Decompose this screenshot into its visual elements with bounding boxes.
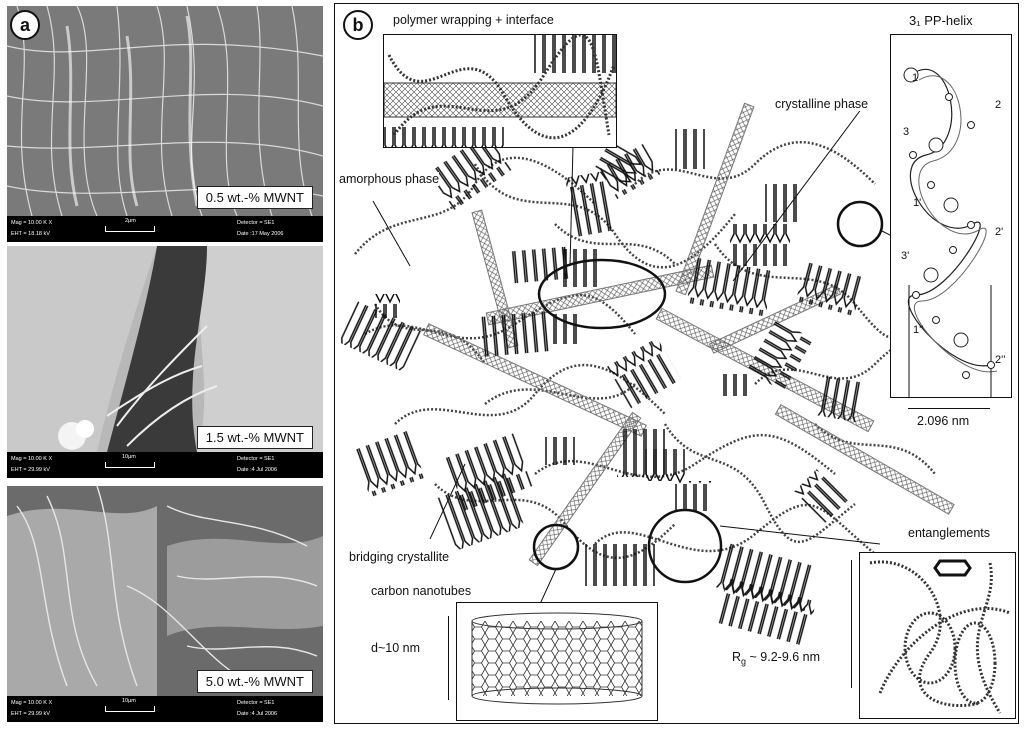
concentration-label: 1.5 wt.-% MWNT [197, 426, 313, 449]
helix-width-arrow [908, 408, 990, 409]
scale-text: 10µm [122, 697, 136, 705]
helix-atom [950, 247, 957, 254]
amorphous-phase-label: amorphous phase [339, 172, 439, 186]
helix-atom [933, 317, 940, 324]
sem-info-bar: Mag = 10.00 K X EHT = 29.99 kV 10µm Dete… [7, 696, 323, 722]
mag-text: Mag = 10.00 K X [11, 699, 52, 707]
lamellar-crystallite [687, 257, 774, 316]
sem-info-bar: Mag = 10.00 K X EHT = 29.99 kV 10µm Dete… [7, 452, 323, 478]
detector-text: Detector = SE1 [237, 699, 274, 707]
helix-atom [944, 198, 958, 212]
polymer-wrapping-inset [383, 34, 617, 148]
lamellar-crystallite [675, 129, 705, 169]
sem-info-bar: Mag = 10.00 K X EHT = 18.18 kV 2µm Detec… [7, 216, 323, 242]
entanglement-inset [859, 552, 1016, 719]
helix-atom-2-prime: 2' [995, 226, 1003, 238]
panel-letter-a: a [10, 10, 40, 40]
scale-bar [105, 226, 155, 232]
helix-atom-1-prime: 1' [913, 197, 921, 209]
crystallites [339, 129, 864, 646]
helix-atom [924, 268, 938, 282]
sem-image-2: 1.5 wt.-% MWNT Mag = 10.00 K X EHT = 29.… [7, 246, 323, 478]
helix-atom-2: 2 [995, 99, 1001, 111]
helix-atom [928, 182, 935, 189]
lamellar-crystallite [478, 311, 551, 357]
concentration-label: 0.5 wt.-% MWNT [197, 186, 313, 209]
helix-drawing [891, 35, 1011, 397]
mag-text: Mag = 10.00 K X [11, 455, 52, 463]
scale-bar [105, 462, 155, 468]
diameter-label: d~10 nm [371, 641, 420, 655]
helix-atom [929, 138, 943, 152]
detector-text: Detector = SE1 [237, 455, 274, 463]
carbon-nanotubes-label: carbon nanotubes [371, 584, 471, 598]
helix-atom-1-dprime: 1'' [913, 324, 923, 336]
polymer-wrapping-drawing [384, 35, 616, 147]
lamellar-crystallite [560, 249, 598, 287]
helix-atom [968, 222, 975, 229]
bridging-crystallite-label: bridging crystallite [349, 550, 449, 564]
panel-letter-b: b [343, 10, 373, 40]
helix-atom [963, 372, 970, 379]
helix-atom-3: 3 [903, 126, 909, 138]
helix-atom [954, 333, 968, 347]
eht-text: EHT = 29.99 kV [11, 710, 50, 718]
diameter-arrow [448, 616, 449, 700]
lamellar-crystallite [353, 431, 425, 498]
lamellar-crystallite [645, 449, 685, 481]
lamellar-crystallite [675, 481, 713, 511]
helix-atom [910, 152, 917, 159]
lamellar-crystallite [550, 314, 580, 344]
helix-atom-3-prime: 3' [901, 250, 909, 262]
date-text: Date :4 Jul 2006 [237, 710, 277, 718]
lamellar-crystallite [794, 469, 848, 523]
rg-arrow [851, 560, 852, 688]
lamellar-crystallite [545, 437, 575, 465]
helix-atom [946, 94, 953, 101]
date-text: Date :4 Jul 2006 [237, 466, 277, 474]
detector-text: Detector = SE1 [237, 219, 274, 227]
eht-text: EHT = 29.99 kV [11, 466, 50, 474]
mag-text: Mag = 10.00 K X [11, 219, 52, 227]
scale-text: 10µm [122, 453, 136, 461]
rg-label: Rg ~ 9.2-9.6 nm [732, 650, 820, 667]
helix-atom [988, 362, 995, 369]
helix-atom-2-dprime: 2'' [995, 354, 1005, 366]
helix-atom [913, 292, 920, 299]
pp-helix-inset [890, 34, 1012, 398]
carbon-nanotube-inset [456, 602, 658, 721]
panel-a: 0.5 wt.-% MWNT Mag = 10.00 K X EHT = 18.… [0, 0, 330, 729]
panel-b: polymer wrapping + interface 3₁ PP-helix… [334, 3, 1019, 724]
crystalline-phase-label: crystalline phase [775, 97, 868, 111]
polymer-chain [635, 142, 875, 184]
lamellar-crystallite [765, 184, 799, 222]
lamellar-crystallite [817, 376, 863, 422]
eht-text: EHT = 18.18 kV [11, 230, 50, 238]
lamellar-crystallite [720, 374, 752, 396]
entanglements-label: entanglements [908, 526, 990, 540]
lamellar-crystallite [585, 544, 655, 586]
nanotube-drawing [457, 603, 657, 720]
scale-bar [105, 706, 155, 712]
scale-text: 2µm [125, 217, 136, 225]
helix-title: 3₁ PP-helix [909, 13, 973, 28]
concentration-label: 5.0 wt.-% MWNT [197, 670, 313, 693]
lamellar-crystallite [375, 294, 400, 318]
date-text: Date :17 May 2006 [237, 230, 283, 238]
helix-width-label: 2.096 nm [917, 414, 969, 428]
helix-atom-1: 1 [912, 72, 918, 84]
sem-image-1: 0.5 wt.-% MWNT Mag = 10.00 K X EHT = 18.… [7, 6, 323, 242]
helix-atom [968, 122, 975, 129]
entanglement-drawing [860, 553, 1015, 718]
lamellar-crystallite [607, 338, 681, 409]
sem-image-3: 5.0 wt.-% MWNT Mag = 10.00 K X EHT = 29.… [7, 486, 323, 722]
polymer-wrapping-label: polymer wrapping + interface [393, 13, 554, 27]
